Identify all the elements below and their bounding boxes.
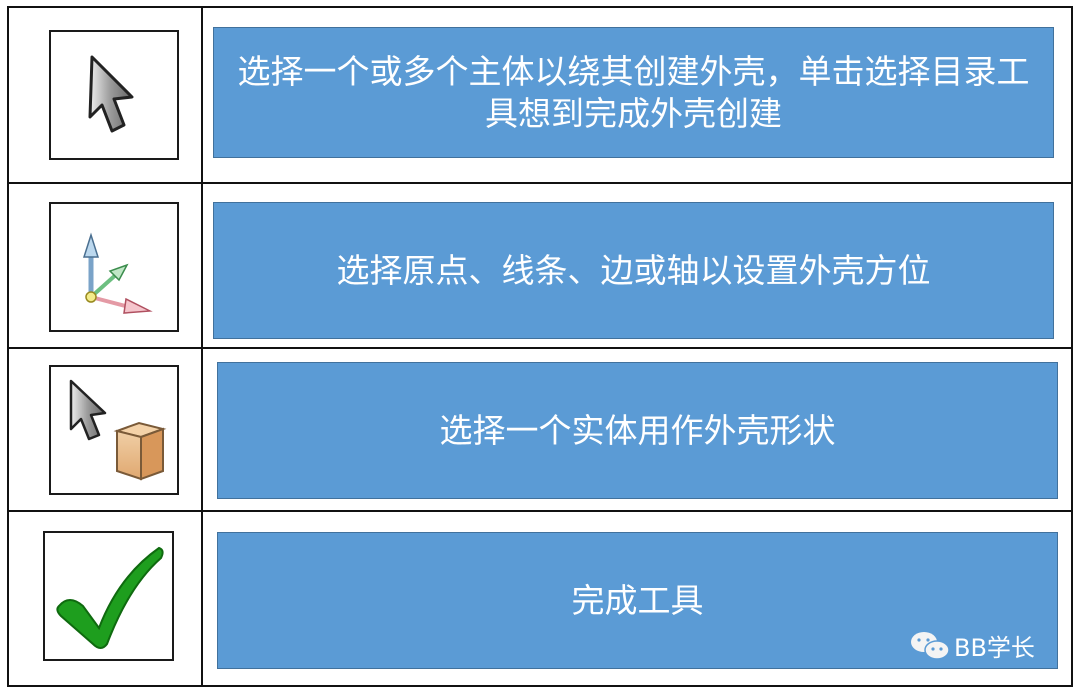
select-arrow-icon-cell bbox=[49, 30, 179, 160]
wechat-icon bbox=[911, 631, 950, 660]
watermark-text: BB学长 bbox=[954, 634, 1035, 662]
select-arrow-icon bbox=[88, 55, 134, 133]
column-divider bbox=[201, 6, 203, 685]
row-divider bbox=[7, 182, 1073, 184]
instruction-text-3: 选择一个实体用作外壳形状 bbox=[439, 410, 836, 450]
axis-triad-icon-cell bbox=[49, 202, 179, 332]
checkmark-icon bbox=[55, 546, 164, 649]
select-solid-icon-cell bbox=[49, 365, 179, 495]
instruction-box-3: 选择一个实体用作外壳形状 bbox=[217, 362, 1058, 499]
instruction-text-4: 完成工具 bbox=[571, 580, 704, 620]
axis-triad-icon bbox=[82, 232, 153, 314]
watermark: BB学长 bbox=[910, 628, 1035, 663]
instruction-box-1: 选择一个或多个主体以绕其创建外壳，单击选择目录工具想到完成外壳创建 bbox=[213, 27, 1054, 158]
row-divider bbox=[7, 347, 1073, 349]
select-solid-icon bbox=[69, 379, 167, 481]
checkmark-icon-cell bbox=[43, 531, 174, 661]
instruction-table bbox=[7, 6, 1073, 687]
instruction-text-1: 选择一个或多个主体以绕其创建外壳，单击选择目录工具想到完成外壳创建 bbox=[237, 51, 1030, 133]
instruction-text-2: 选择原点、线条、边或轴以设置外壳方位 bbox=[336, 250, 931, 290]
instruction-box-2: 选择原点、线条、边或轴以设置外壳方位 bbox=[213, 202, 1054, 339]
row-divider bbox=[7, 510, 1073, 512]
